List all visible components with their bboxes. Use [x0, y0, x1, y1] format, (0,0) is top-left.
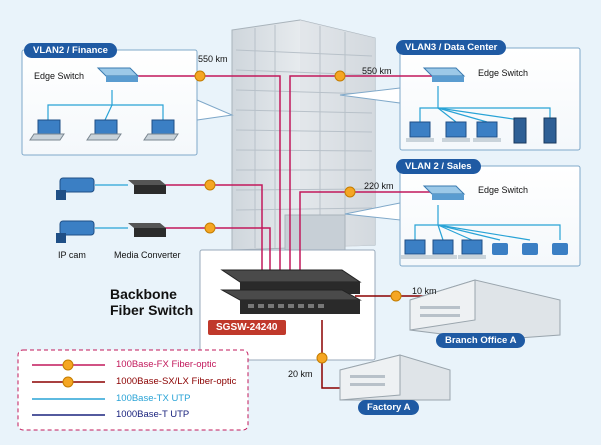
- edge-switch-label: Edge Switch: [34, 71, 85, 81]
- desktop-pc-icon: [458, 239, 486, 259]
- vlan-datacenter-label: VLAN3 / Data Center: [396, 40, 507, 55]
- utp-links: [47, 86, 561, 241]
- desktop-pc-icon: [401, 239, 429, 259]
- legend-lines: [32, 359, 105, 416]
- ip-phone-icon: [492, 243, 508, 255]
- ip-phone-icon: [552, 243, 568, 255]
- ip-camera-icon: [56, 220, 95, 243]
- legend-label: 1000Base-T UTP: [116, 409, 190, 420]
- media-converter-icon: [128, 180, 166, 194]
- desktop-pc-icon: [442, 121, 470, 142]
- legend-box: [17, 349, 249, 431]
- desktop-pc-icon: [473, 121, 501, 142]
- legend-label: 1000Base-SX/LX Fiber-optic: [116, 376, 237, 387]
- media-converter-label: Media Converter: [114, 250, 181, 260]
- edge-switch-label: Edge Switch: [478, 185, 529, 195]
- factory-building: [339, 354, 451, 401]
- laptop-icon: [29, 119, 65, 141]
- server-icon: [543, 117, 557, 144]
- backbone-title: Backbone: [110, 286, 177, 302]
- backbone-subtitle: Fiber Switch: [110, 302, 194, 318]
- edge-switch-sales: [422, 185, 466, 200]
- branch-office-building: [409, 279, 561, 341]
- edge-switch-label: Edge Switch: [478, 68, 529, 78]
- vlan-sales-label: VLAN 2 / Sales: [396, 159, 481, 174]
- factory-label: Factory A: [358, 400, 420, 415]
- switch-model-badge: SGSW-24240: [208, 320, 286, 335]
- media-converter-icon: [128, 223, 166, 237]
- desktop-pc-icon: [406, 121, 434, 142]
- branch-office-label: Branch Office A: [436, 333, 526, 348]
- laptop-icon: [143, 119, 179, 141]
- link-finance: [128, 75, 281, 270]
- ip-cam-label: IP cam: [58, 250, 86, 260]
- legend-label: 100Base-FX Fiber-optic: [116, 359, 217, 370]
- ip-phone-icon: [522, 243, 538, 255]
- distance-factory: 20 km: [288, 369, 313, 379]
- backbone-switch-icon: [220, 269, 362, 314]
- transceiver-markers: [194, 70, 402, 364]
- edge-switch-finance: [96, 67, 140, 82]
- laptop-icon: [86, 119, 122, 141]
- legend-label: 100Base-TX UTP: [116, 393, 191, 404]
- desktop-pc-icon: [429, 239, 457, 259]
- ip-camera-icon: [56, 177, 95, 200]
- link-camera-1: [165, 184, 263, 270]
- link-sales: [299, 191, 438, 270]
- distance-sales: 220 km: [364, 181, 394, 191]
- server-icon: [513, 117, 527, 144]
- vlan-finance-label: VLAN2 / Finance: [24, 43, 117, 58]
- distance-branch: 10 km: [412, 286, 437, 296]
- link-camera-2: [165, 227, 271, 270]
- distance-finance: 550 km: [198, 54, 228, 64]
- office-tower: [231, 19, 376, 251]
- link-datacenter: [289, 75, 438, 270]
- distance-datacenter: 550 km: [362, 66, 392, 76]
- edge-switch-datacenter: [422, 67, 466, 82]
